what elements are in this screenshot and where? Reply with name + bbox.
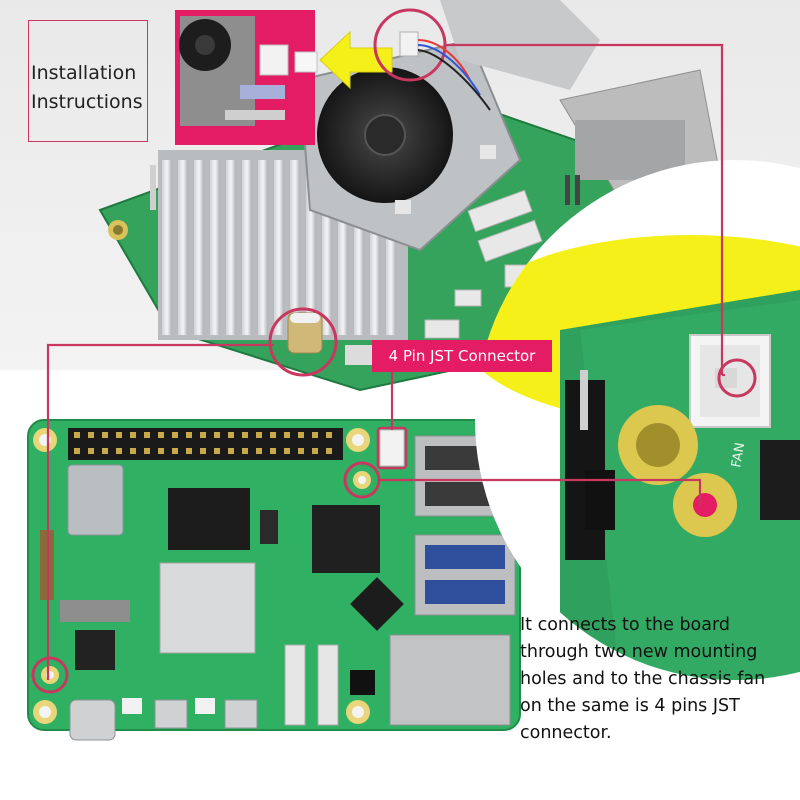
svg-text:FAN: FAN — [729, 442, 748, 469]
fan-connector-inset — [175, 10, 393, 145]
installation-instructions-callout: Installation Instructions — [28, 20, 148, 142]
callout-lines — [46, 43, 725, 680]
jst-zoom-highlight-circle — [717, 358, 757, 398]
board-hole-highlight-circle — [343, 461, 381, 499]
jst-connector-label: 4 Pin JST Connector — [372, 340, 552, 372]
jst-board-highlight-box — [376, 426, 408, 470]
bottom-board-photo — [27, 419, 521, 741]
arrow-icon — [319, 30, 393, 90]
description-text: It connects to the board through two new… — [520, 615, 766, 743]
board-hole-left-highlight-circle — [31, 656, 69, 694]
mounting-standoff-highlight-circle — [268, 307, 338, 377]
